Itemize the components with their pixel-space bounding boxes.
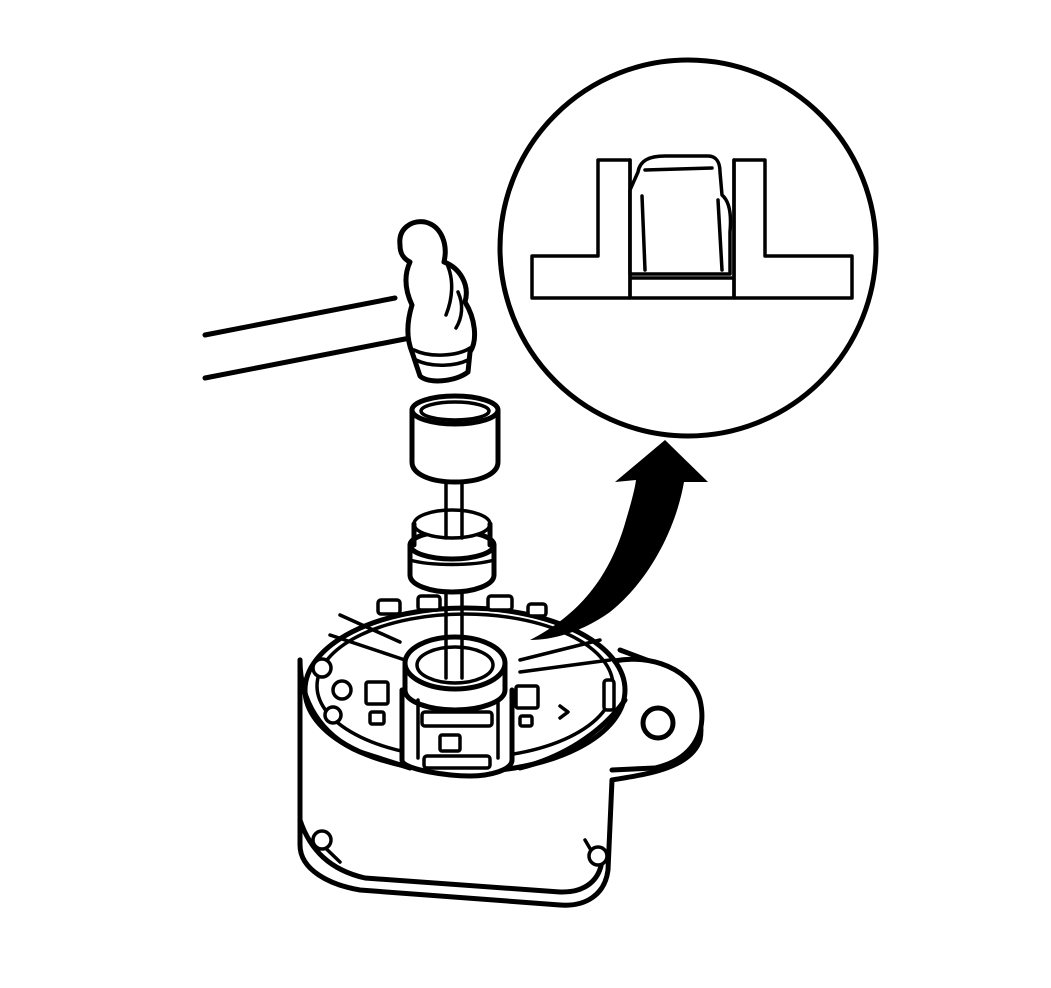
driver-cup-icon: [409, 393, 501, 485]
generator-housing-icon: [297, 594, 705, 908]
hammer-icon: [202, 219, 478, 384]
callout-arrow-icon: [530, 440, 708, 640]
bushing-icon: [407, 508, 497, 595]
detail-callout-icon: [497, 57, 879, 439]
